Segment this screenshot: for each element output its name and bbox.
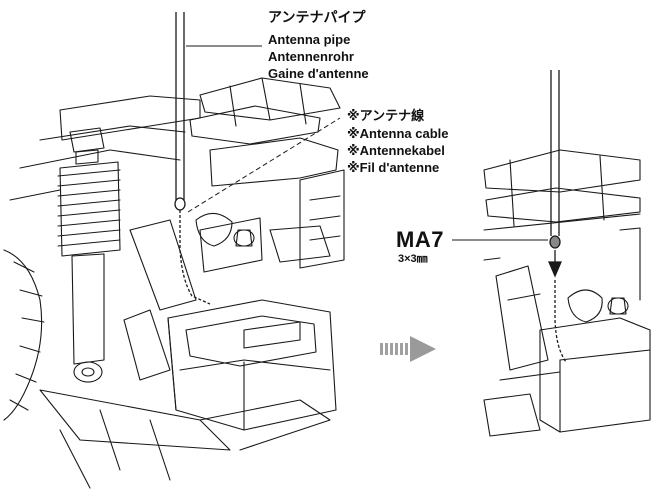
- antenna-cable-label-de: ※Antennekabel: [347, 143, 445, 158]
- antenna-pipe-label-de: Antennenrohr: [268, 49, 354, 64]
- antenna-pipe-label-fr: Gaine d'antenne: [268, 66, 369, 81]
- step-arrow-icon: [380, 336, 436, 362]
- antenna-cable-label-jp: ※アンテナ線: [347, 109, 425, 124]
- antenna-pipe-label-en: Antenna pipe: [268, 32, 351, 47]
- part-code-label: MA7: [396, 227, 444, 252]
- antenna-cable-label-fr: ※Fil d'antenne: [347, 160, 440, 175]
- antenna-cable-label-en: ※Antenna cable: [347, 126, 449, 141]
- antenna-pipe-label-jp: アンテナパイプ: [268, 10, 366, 26]
- part-size-label: 3×3㎜: [398, 253, 428, 265]
